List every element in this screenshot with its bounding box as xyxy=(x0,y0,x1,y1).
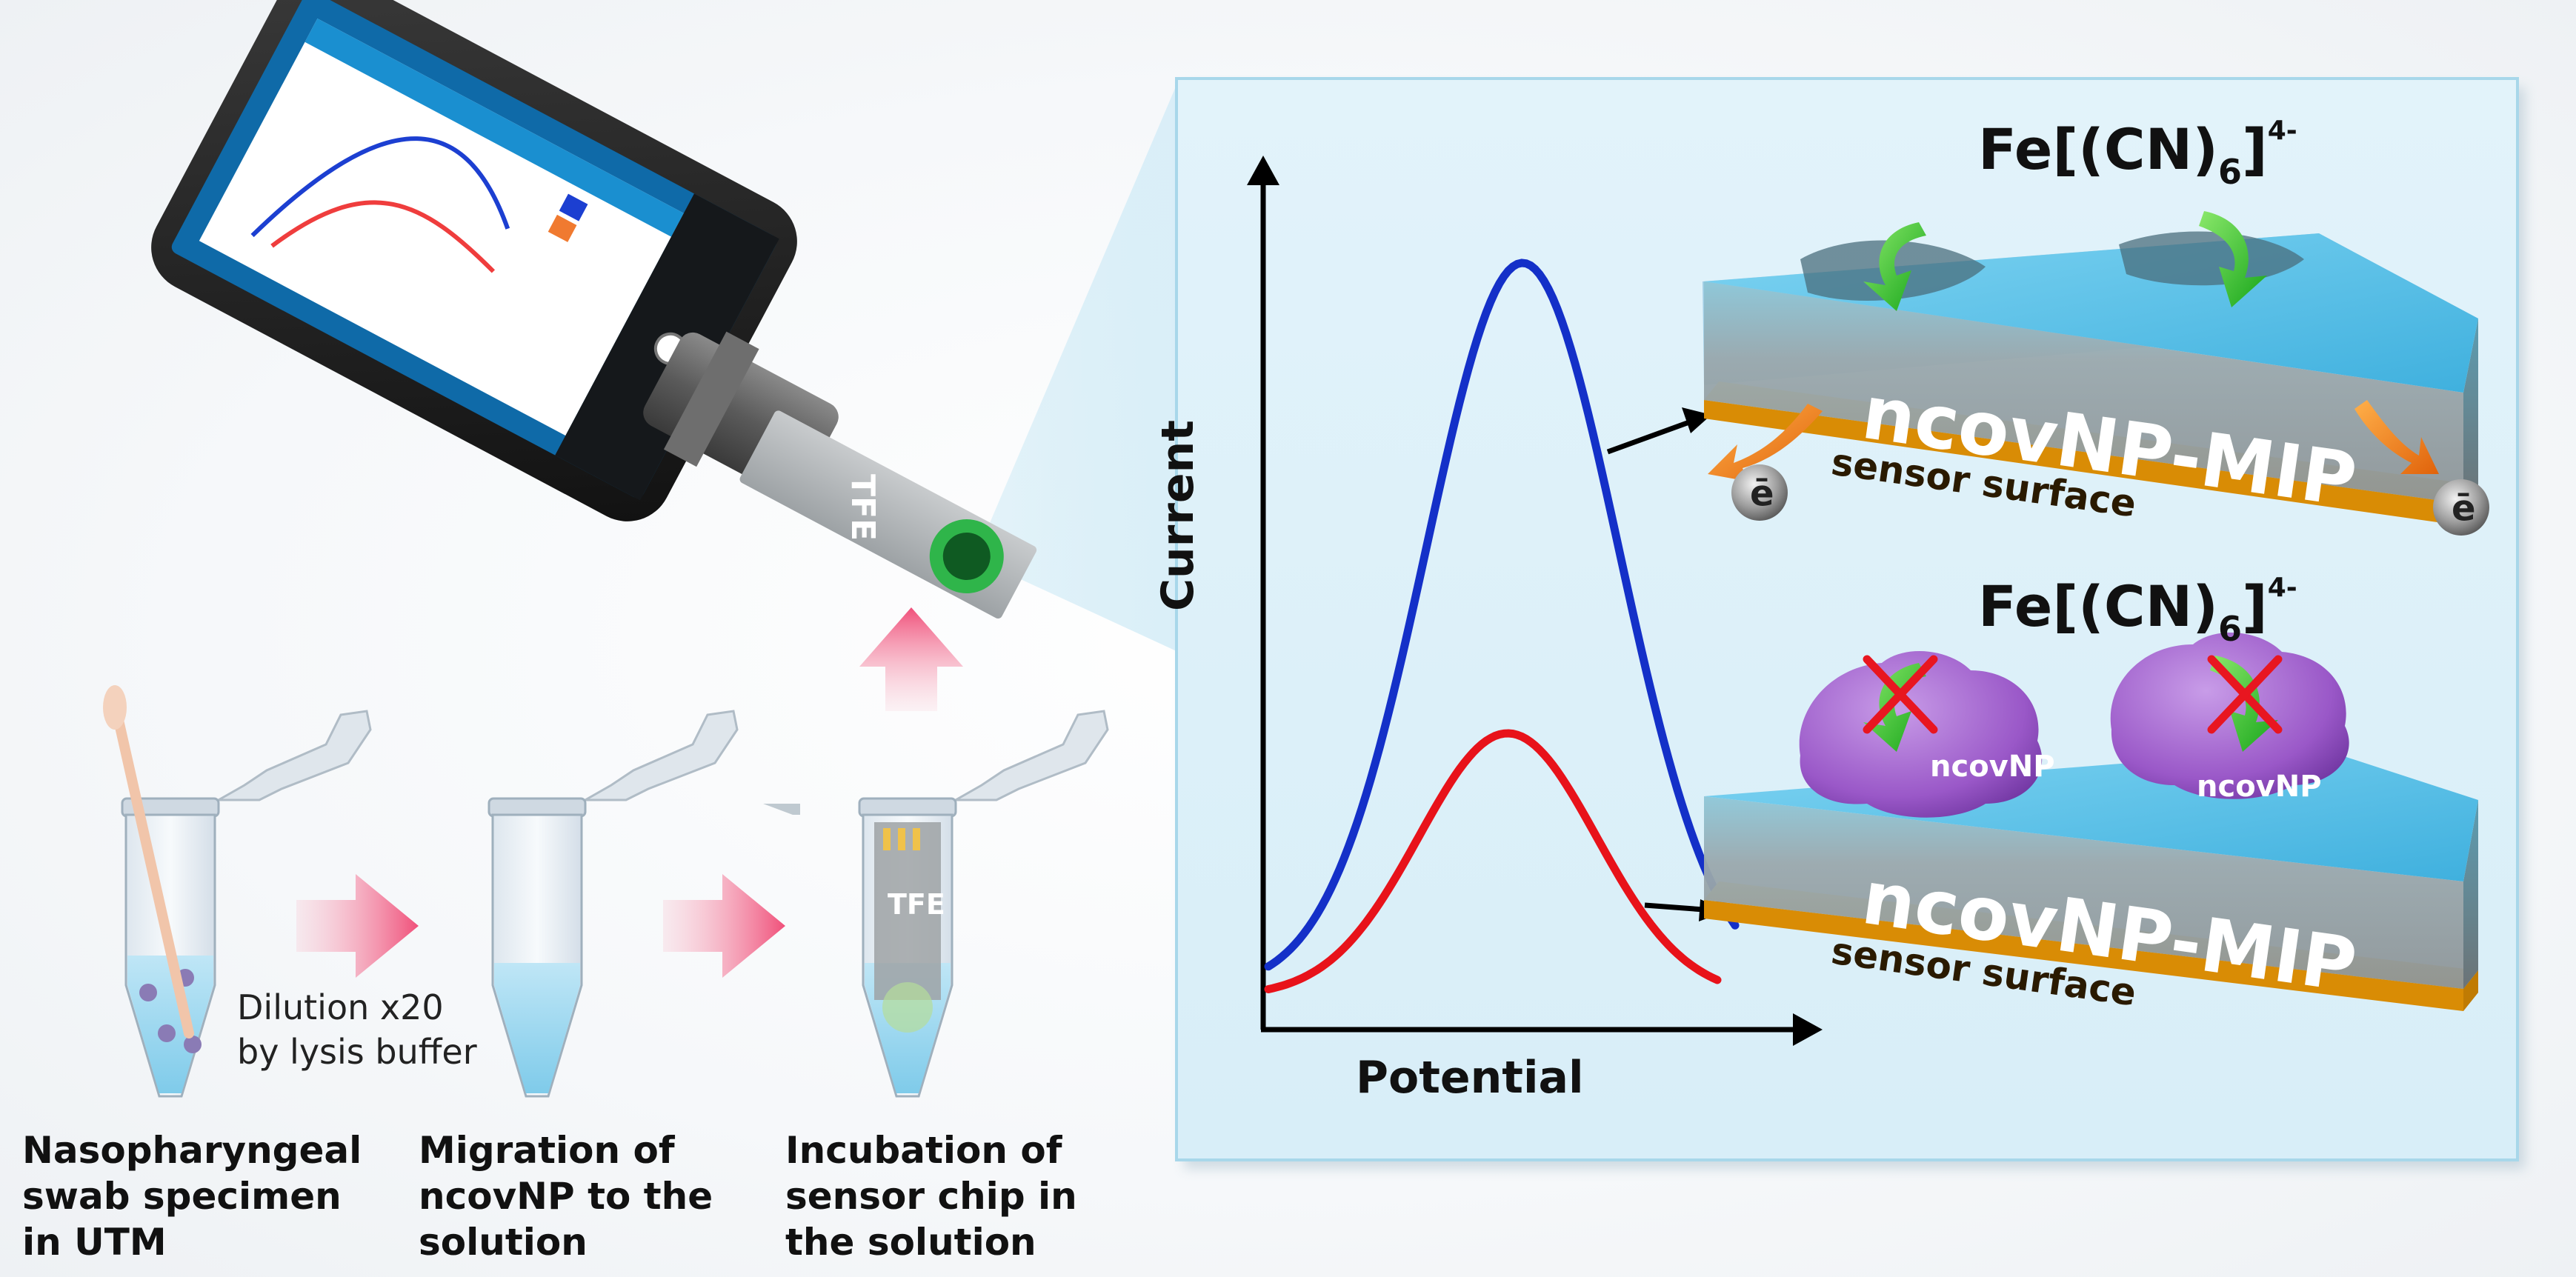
x-axis-arrowhead xyxy=(1793,1013,1823,1046)
step-1-caption: Nasopharyngeal swab specimen in UTM xyxy=(22,1129,362,1264)
ion-label-bottom: Fe[(CN)6]4- xyxy=(1978,573,2297,649)
pointer-arrow-top xyxy=(1606,419,1691,455)
arrow-right-1 xyxy=(296,874,419,978)
zoom-beam xyxy=(985,81,1178,652)
electron-left xyxy=(1731,464,1788,521)
curve-high xyxy=(1264,259,1740,971)
green-arrow-top-right xyxy=(2199,211,2267,307)
green-arrow-top-left xyxy=(1863,222,1926,311)
arrow-right-2 xyxy=(663,874,785,978)
chip-label: TFE xyxy=(844,474,882,541)
top-sensor-slab xyxy=(1703,231,2478,526)
dilution-note: Dilution x20 by lysis buffer xyxy=(237,987,477,1072)
pointer-arrow-bottom xyxy=(1644,902,1705,913)
green-arrow-bottom-right xyxy=(2210,656,2278,752)
orange-arrow-left xyxy=(1708,404,1823,481)
electron-right xyxy=(2433,479,2489,536)
top-electron-left-label: ē xyxy=(1750,473,1774,514)
chip-label-tube: TFE xyxy=(888,888,945,921)
protein-label-right: ncovNP xyxy=(2197,770,2322,804)
smartphone xyxy=(151,0,797,521)
y-axis-arrowhead xyxy=(1247,156,1279,185)
blocked-cross-left xyxy=(1863,655,1938,734)
top-electron-right-label: ē xyxy=(2452,487,2476,529)
orange-arrow-right xyxy=(2354,400,2439,474)
tube-3 xyxy=(858,710,1109,1098)
x-axis-label: Potential xyxy=(1356,1052,1584,1104)
tube-2 xyxy=(487,710,739,1098)
curve-low xyxy=(1264,729,1722,993)
ncovnp-protein-left xyxy=(1799,650,2043,818)
blocked-cross-right xyxy=(2207,655,2283,734)
ion-label-top: Fe[(CN)6]4- xyxy=(1978,116,2297,192)
green-arrow-bottom-left xyxy=(1863,663,1926,752)
sensor-chip xyxy=(739,410,1037,619)
tube-1 xyxy=(103,685,800,1098)
protein-label-left: ncovNP xyxy=(1930,750,2055,784)
step-3-caption: Incubation of sensor chip in the solutio… xyxy=(785,1129,1077,1264)
arrow-up xyxy=(859,607,963,711)
step-2-caption: Migration of ncovNP to the solution xyxy=(419,1129,713,1264)
y-axis-label: Current xyxy=(1152,419,1204,611)
